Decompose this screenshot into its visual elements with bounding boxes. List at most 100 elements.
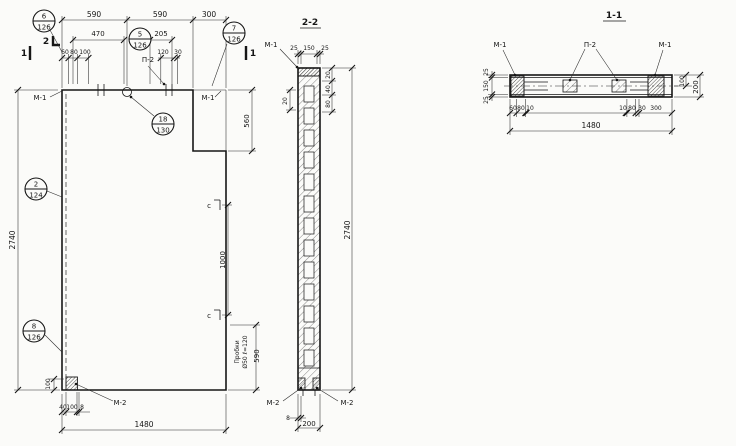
label-m2-front: М-2 xyxy=(113,399,126,407)
dimension-label: 590 xyxy=(87,10,102,19)
dimension-label: 100 xyxy=(66,404,78,411)
dimension-label: 150 xyxy=(483,80,490,92)
dimension-label: 30 xyxy=(174,49,182,56)
embed-m1-sec1-left xyxy=(510,75,525,97)
label-m1-sec1-left: М-1 xyxy=(493,41,506,49)
stud-flags xyxy=(214,199,221,320)
dimension-label: 80 xyxy=(517,105,525,112)
dimension-label: 120 xyxy=(157,49,169,56)
dimension-label: 560 xyxy=(243,114,251,127)
section-cut-2-mark xyxy=(51,36,60,47)
dimension-label: 100 xyxy=(45,378,52,390)
front-dimension-lines xyxy=(17,19,257,431)
section-1-1-view: 1-1 xyxy=(486,11,704,135)
label-m1-right: М-1 xyxy=(201,94,214,102)
dimension-label: 1480 xyxy=(581,121,600,130)
dimension-label: 300 xyxy=(202,10,217,19)
dimension-label: 100 xyxy=(679,75,686,87)
dimension-label: 1480 xyxy=(134,420,153,429)
dimension-label: с xyxy=(207,312,211,320)
front-extension-lines xyxy=(14,16,260,434)
label-plugs-note: Пробки xyxy=(234,340,241,363)
callout-number: 7 xyxy=(232,25,236,33)
label-plugs-size: Ø50 ℓ=120 xyxy=(242,335,249,368)
section1-dimension-lines xyxy=(491,71,701,132)
front-leader-lines xyxy=(44,29,228,402)
label-p2-front: П-2 xyxy=(142,56,154,64)
dimension-label: 2740 xyxy=(343,220,352,239)
dimension-label: 590 xyxy=(153,10,168,19)
section-mark-2: 2 xyxy=(43,37,49,47)
dimension-label: 30 xyxy=(638,105,646,112)
label-m2-sec2-left: М-2 xyxy=(266,399,279,407)
section-2-2-title: 2-2 xyxy=(302,18,318,28)
section1-leader-lines xyxy=(502,48,664,81)
dimension-label: 470 xyxy=(91,30,104,38)
dimension-label: 150 xyxy=(303,45,315,52)
panel-outline xyxy=(61,89,227,391)
callout-number: 126 xyxy=(37,24,51,32)
dimension-label: 1000 xyxy=(219,251,227,269)
section2-dimension-lines xyxy=(289,53,353,429)
dimension-label: 10 xyxy=(619,105,627,112)
lifting-plug-icon xyxy=(122,87,132,97)
section-mark-1-right: 1 xyxy=(250,49,256,59)
label-m1-sec2: М-1 xyxy=(264,41,277,49)
embed-anchor-bars xyxy=(524,81,648,91)
top-plug-marks xyxy=(97,84,173,96)
dimension-label: 25 xyxy=(483,96,490,104)
dimension-label: 20 xyxy=(282,97,289,105)
dimension-label: 25 xyxy=(290,45,298,52)
dimension-label: 80 xyxy=(325,100,332,108)
embed-m1-sec2 xyxy=(297,67,321,77)
dimension-label: 25 xyxy=(321,45,329,52)
dimension-label: 2740 xyxy=(8,230,17,249)
dimension-label: с xyxy=(207,202,211,210)
dimension-label: 300 xyxy=(650,105,662,112)
plug-p2-left xyxy=(562,79,578,93)
dimension-label: 8 xyxy=(286,415,290,422)
dimension-label: 200 xyxy=(302,420,315,428)
dimension-label: 60 xyxy=(509,105,517,112)
dimension-label: 20 xyxy=(325,71,332,79)
front-elevation-view xyxy=(14,16,260,434)
label-p2-sec1: П-2 xyxy=(584,41,596,49)
embed-m2-front xyxy=(65,376,78,391)
section-2-2-view: 2-2 xyxy=(279,18,356,432)
section-mark-1-left: 1 xyxy=(21,49,27,59)
embed-m1-sec1-right xyxy=(647,75,665,97)
embed-m2-sec2-right xyxy=(312,377,321,391)
dimension-label: 8 xyxy=(80,404,84,411)
callout-number: 126 xyxy=(227,36,241,44)
callout-number: 8 xyxy=(32,323,36,331)
callout-number: 18 xyxy=(159,116,168,124)
callout-number: 124 xyxy=(29,192,43,200)
section2-leader-lines xyxy=(279,48,339,402)
dimension-label: 60 xyxy=(61,49,69,56)
section-cut-1-marks xyxy=(28,46,248,60)
section2-dimension-ticks xyxy=(286,50,356,432)
callout-number: 126 xyxy=(27,334,41,342)
dimension-label: 25 xyxy=(483,68,490,76)
dimension-label: 40 xyxy=(59,404,67,411)
embed-m2-sec2-left xyxy=(297,377,306,391)
front-dimension-ticks xyxy=(14,16,260,434)
label-m1-left: М-1 xyxy=(33,94,46,102)
dimension-label: 200 xyxy=(692,80,700,93)
callout-number: 5 xyxy=(138,31,142,39)
label-m2-sec2-right: М-2 xyxy=(340,399,353,407)
dimension-label: 100 xyxy=(79,49,91,56)
callout-number: 6 xyxy=(42,13,47,21)
callout-number: 2 xyxy=(34,181,38,189)
dimension-label: 590 xyxy=(253,349,261,362)
section1-dimension-ticks xyxy=(488,71,704,135)
